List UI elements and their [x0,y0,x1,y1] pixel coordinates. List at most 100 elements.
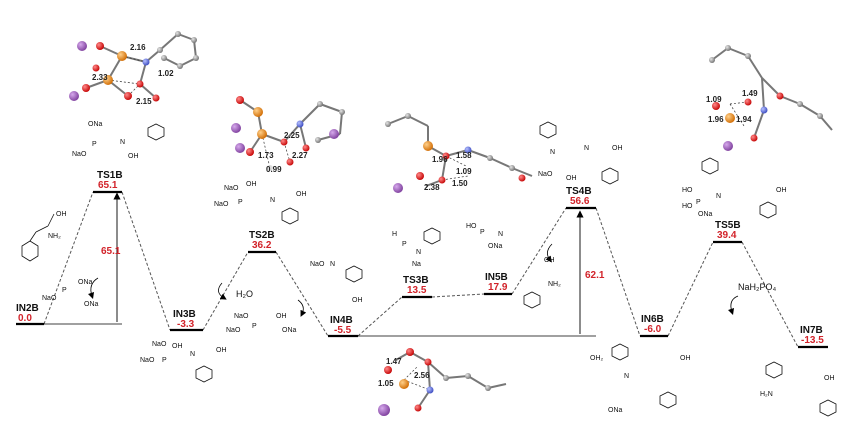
svg-text:P: P [92,141,97,148]
svg-text:ONa: ONa [78,279,93,286]
svg-text:OH: OH [246,181,257,188]
svg-text:ONa: ONa [698,211,713,218]
svg-text:ONa: ONa [88,121,103,128]
svg-text:1.73: 1.73 [258,151,274,160]
svg-text:HO: HO [682,203,693,210]
svg-text:P: P [252,323,257,330]
svg-text:OH: OH [824,375,835,382]
chem-sketch-in5b: HO P N ONa OH NH₂ [466,223,561,309]
svg-text:2.56: 2.56 [414,371,430,380]
value-ts2b: 36.2 [252,240,272,251]
svg-text:N: N [120,139,125,146]
chem-sketch-ts1b: ONa NaO P N OH [72,121,165,160]
svg-text:1.09: 1.09 [456,167,472,176]
water-label: H₂O [236,289,253,299]
svg-text:H: H [392,231,397,238]
value-in3b: -3.3 [177,319,195,330]
ts2b-structure: 2.25 1.73 2.27 0.99 [231,96,345,174]
svg-text:NH₂: NH₂ [548,281,561,288]
svg-text:N: N [624,373,629,380]
value-in5b: 17.9 [488,282,508,293]
svg-text:OH: OH [544,257,555,264]
svg-text:1.96: 1.96 [432,155,448,164]
svg-text:N: N [498,231,503,238]
svg-text:ONa: ONa [608,407,623,414]
name-in4b: IN4B [330,315,353,326]
svg-text:NaO: NaO [538,171,553,178]
svg-text:NaO: NaO [72,151,87,158]
value-in6b: -6.0 [644,324,662,335]
svg-text:2.16: 2.16 [130,43,146,52]
svg-text:N: N [584,145,589,152]
ts5b-structure: 1.49 1.09 1.96 1.94 [706,45,833,151]
svg-text:1.05: 1.05 [378,379,394,388]
barrier-value-1: 65.1 [101,246,121,257]
value-ts4b: 56.6 [570,196,590,207]
curved-arrow-3 [297,299,307,317]
svg-text:ONa: ONa [282,327,297,334]
svg-text:2.27: 2.27 [292,151,308,160]
value-in2b: 0.0 [18,313,32,324]
chem-sketch-in3b: NaO OH NaO P N OH [140,341,227,383]
value-ts1b: 65.1 [98,180,118,191]
chem-sketch-in6b: OH₂ N ONa OH [590,343,691,414]
curved-arrow-1 [87,277,99,300]
svg-text:P: P [402,241,407,248]
connector-lines [43,191,799,348]
svg-text:1.47: 1.47 [386,357,402,366]
svg-text:2.25: 2.25 [284,131,300,140]
svg-text:OH: OH [276,313,287,320]
svg-text:N: N [270,197,275,204]
name-in3b: IN3B [173,309,196,320]
svg-text:2.38: 2.38 [424,183,440,192]
svg-text:1.96: 1.96 [708,115,724,124]
barrier-arrows: 65.1 62.1 [101,192,605,334]
curved-arrow-4 [545,243,553,263]
svg-text:P: P [480,229,485,236]
name-ts2b: TS2B [249,230,275,241]
svg-text:NaO: NaO [224,185,239,192]
svg-text:1.50: 1.50 [452,179,468,188]
name-ts4b: TS4B [566,186,592,197]
svg-text:NaO: NaO [214,201,229,208]
svg-text:0.99: 0.99 [266,165,282,174]
chem-sketch-ts2b: NaO OH NaO P N OH [214,181,307,225]
curved-arrow-2 [218,282,227,300]
chem-sketch-in2b [21,213,55,262]
svg-text:2.15: 2.15 [136,97,152,106]
svg-text:HO: HO [466,223,477,230]
svg-text:P: P [62,287,67,294]
svg-text:P: P [162,357,167,364]
svg-text:OH: OH [612,145,623,152]
phosphate-label: NaH₂PO₄ [738,282,777,292]
svg-text:N: N [716,193,721,200]
svg-text:Na: Na [412,261,421,268]
svg-text:1.58: 1.58 [456,151,472,160]
chem-sketch-pyrophosphate-1: NaO P ONa ONa [42,279,99,308]
svg-text:ONa: ONa [84,301,99,308]
svg-text:NaO: NaO [42,295,57,302]
chem-sketch-ts3b: H P N Na [392,227,441,268]
svg-text:1.94: 1.94 [736,115,752,124]
svg-text:1.09: 1.09 [706,95,722,104]
curved-arrow-5 [727,295,739,316]
chem-sketch-ts4b: N N OH NaO OH [538,121,623,185]
value-in7b: -13.5 [801,335,824,346]
svg-text:H₂N: H₂N [760,391,773,398]
svg-text:N: N [416,249,421,256]
svg-text:OH: OH [680,355,691,362]
svg-text:NaO: NaO [226,327,241,334]
svg-text:NH₂: NH₂ [48,233,61,240]
value-ts3b: 13.5 [407,285,427,296]
chem-sketch-in4b: NaO OH NaO ONa P NaO N OH [226,261,363,334]
svg-text:NaO: NaO [234,313,249,320]
svg-text:1.02: 1.02 [158,69,174,78]
name-in2b: IN2B [16,303,39,314]
value-ts5b: 39.4 [717,230,737,241]
svg-text:OH: OH [172,343,183,350]
energy-levels [16,190,828,349]
svg-text:OH: OH [296,191,307,198]
barrier-value-2: 62.1 [585,270,605,281]
ts3b-structure: 1.96 1.58 1.09 2.38 1.50 [385,113,533,193]
